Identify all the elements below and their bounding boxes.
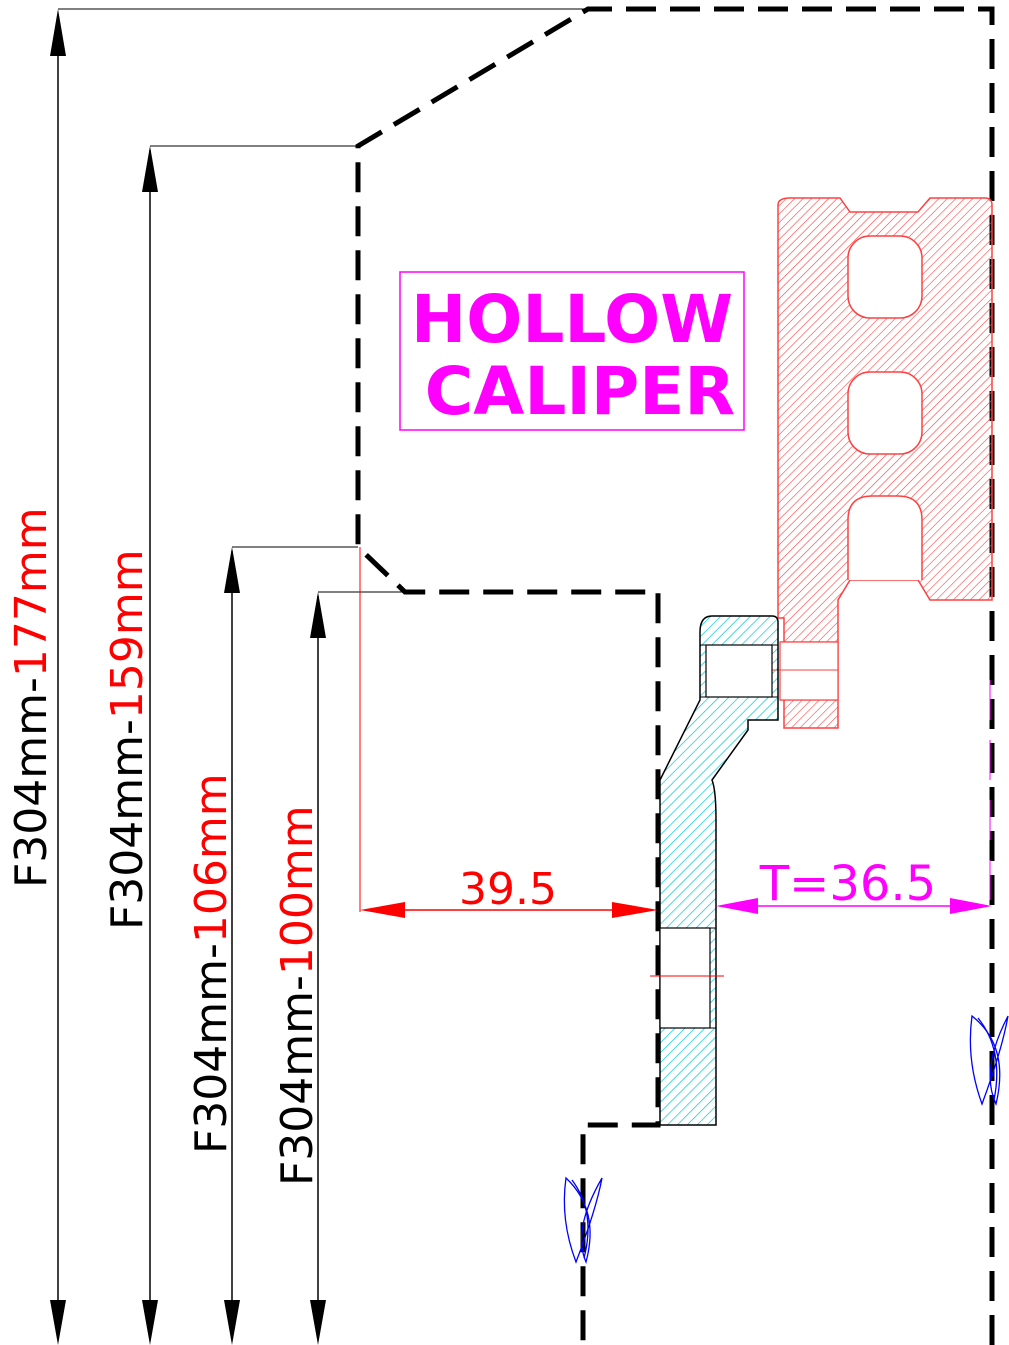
dim-label-106: F304mm-106mm bbox=[186, 773, 237, 1154]
label-line-2: CALIPER bbox=[425, 353, 735, 430]
measure-right-label: T=36.5 bbox=[759, 856, 936, 912]
label-line-1: HOLLOW bbox=[411, 281, 733, 358]
dim-label-prefix: F304mm- bbox=[102, 719, 153, 930]
dim-label-value: 177mm bbox=[6, 507, 57, 677]
dim-label-100: F304mm-100mm bbox=[272, 805, 323, 1186]
dim-label-value: 100mm bbox=[272, 805, 323, 975]
dim-label-value: 159mm bbox=[102, 549, 153, 719]
dimension-labels: F304mm-177mm F304mm-159mm F304mm-106mm F… bbox=[6, 507, 323, 1186]
dim-label-prefix: F304mm- bbox=[272, 975, 323, 1186]
measure-t-36-5: T=36.5 bbox=[716, 680, 992, 914]
measure-39-5: 39.5 bbox=[359, 547, 658, 918]
caliper-body bbox=[760, 197, 993, 729]
centerline-break-symbol-icon bbox=[969, 1014, 1009, 1106]
dimension-lines bbox=[50, 8, 585, 1345]
adapter-bracket bbox=[650, 615, 779, 1126]
caliper-envelope bbox=[355, 6, 995, 1345]
dim-label-177: F304mm-177mm bbox=[6, 507, 57, 888]
centerline-break-symbol-icon bbox=[563, 1176, 603, 1264]
dim-label-159: F304mm-159mm bbox=[102, 549, 153, 930]
dim-label-value: 106mm bbox=[186, 773, 237, 943]
hollow-caliper-label-box: HOLLOW CALIPER bbox=[399, 271, 745, 431]
measure-left-label: 39.5 bbox=[459, 864, 557, 915]
dim-label-prefix: F304mm- bbox=[186, 943, 237, 1154]
dim-label-prefix: F304mm- bbox=[6, 677, 57, 888]
